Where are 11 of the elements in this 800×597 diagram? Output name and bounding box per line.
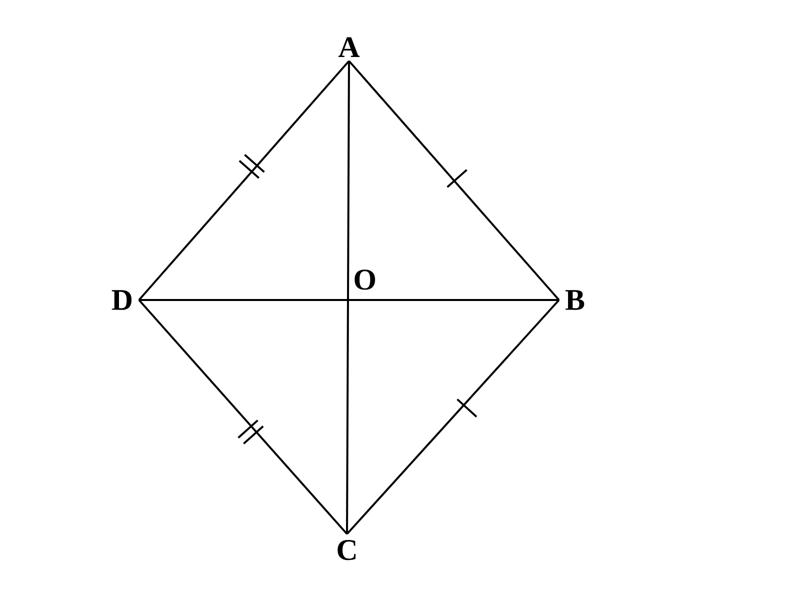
side-line: [138, 60, 350, 301]
point-label: D: [112, 290, 132, 310]
side-line: [348, 60, 560, 301]
side-line: [138, 299, 348, 535]
point-label: B: [566, 290, 584, 310]
diagonal-line: [139, 299, 559, 301]
diagonal-line: [346, 61, 350, 534]
point-label: O: [354, 270, 376, 290]
side-line: [346, 299, 560, 535]
point-label: C: [338, 540, 356, 560]
point-label: A: [338, 37, 360, 57]
